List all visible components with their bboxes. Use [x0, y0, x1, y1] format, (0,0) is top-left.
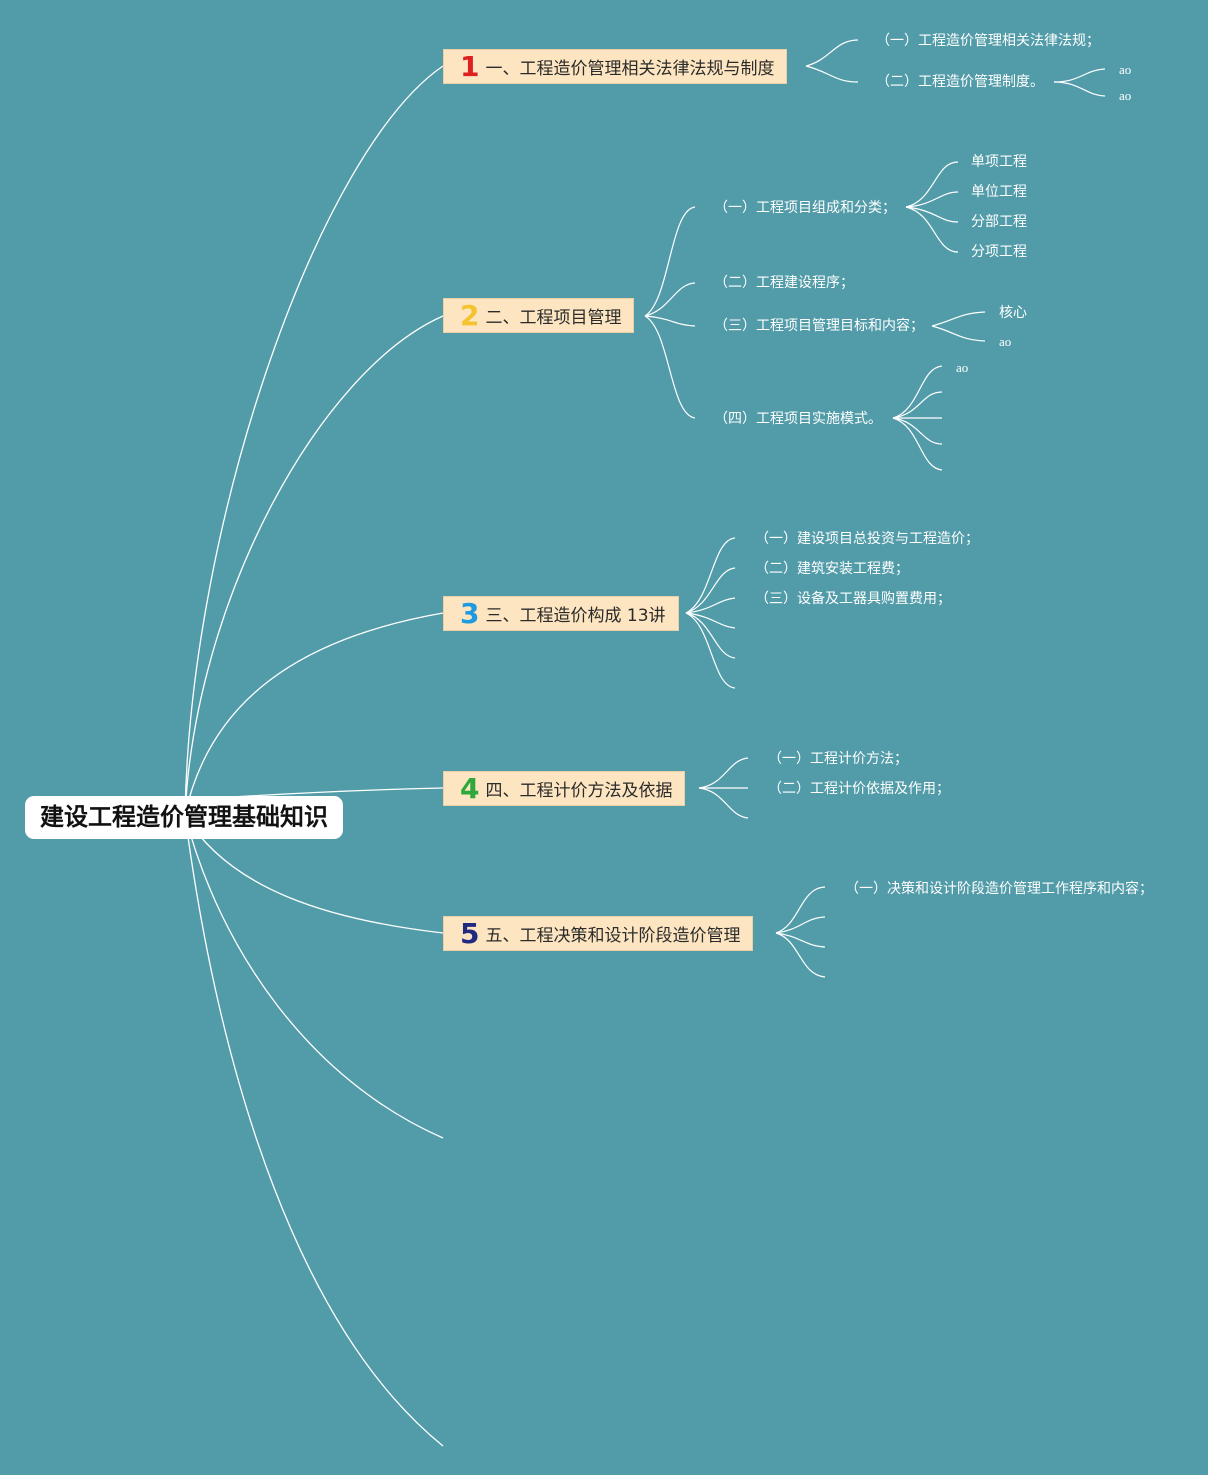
leaf-2-3-1[interactable]: 核心 — [999, 305, 1027, 321]
subtopic-4-2[interactable]: （二）工程计价依据及作用； — [768, 781, 950, 797]
connector-t2-s4 — [644, 315, 696, 419]
connector-t2s4-l5 — [892, 417, 943, 471]
connector-t3-s1 — [685, 537, 736, 614]
topic-5-label: 五、工程决策和设计阶段造价管理 — [485, 926, 741, 946]
connector-root-topic3 — [184, 612, 444, 816]
connector-t2s1-l2 — [905, 191, 959, 208]
connector-root-topic2 — [184, 315, 444, 816]
root-topic[interactable]: 建设工程造价管理基础知识 — [25, 796, 343, 839]
topic-4-label: 四、工程计价方法及依据 — [485, 781, 673, 801]
subtopic-3-2[interactable]: （二）建筑安装工程费； — [755, 561, 909, 577]
connector-t2s1-l3 — [905, 206, 959, 223]
connector-t2s4-l2 — [892, 391, 943, 419]
topic-1[interactable]: 1 一、工程造价管理相关法律法规与制度 — [443, 49, 788, 84]
number-4-badge: 4 — [460, 771, 480, 805]
connector-t3-s5 — [685, 612, 736, 659]
connector-t2-s2 — [644, 282, 696, 317]
subtopic-2-1[interactable]: （一）工程项目组成和分类； — [714, 200, 896, 216]
subtopic-2-3[interactable]: （三）工程项目管理目标和内容； — [714, 318, 924, 334]
topic-4[interactable]: 4 四、工程计价方法及依据 — [443, 771, 686, 806]
topic-3[interactable]: 3 三、工程造价构成 13讲 — [443, 596, 679, 631]
connector-t2s1-l4 — [905, 206, 959, 253]
connector-t2s3-l1 — [931, 311, 986, 327]
subtopic-2-2[interactable]: （二）工程建设程序； — [714, 275, 854, 291]
connector-t4-s1 — [698, 757, 749, 789]
leaf-2-4-1[interactable]: ao — [956, 360, 969, 375]
connector-t3-s6 — [685, 612, 736, 689]
connector-t1s2-l2 — [1053, 81, 1106, 97]
topic-5[interactable]: 5 五、工程决策和设计阶段造价管理 — [443, 916, 754, 951]
leaf-2-1-3[interactable]: 分部工程 — [971, 214, 1027, 230]
connector-root-topic1 — [184, 65, 444, 816]
leaf-2-1-2[interactable]: 单位工程 — [971, 184, 1027, 200]
subtopic-3-1[interactable]: （一）建设项目总投资与工程造价； — [755, 531, 979, 547]
connector-t5-s3 — [775, 932, 826, 948]
connector-t2s4-l4 — [892, 417, 943, 445]
connector-t1-s1 — [805, 39, 859, 67]
number-1-badge: 1 — [460, 49, 480, 83]
connector-t1-s2 — [805, 65, 859, 83]
topic-2[interactable]: 2 二、工程项目管理 — [443, 298, 635, 333]
connector-t3-s4 — [685, 612, 736, 629]
topic-1-label: 一、工程造价管理相关法律法规与制度 — [485, 59, 775, 79]
connector-root-topic5 — [184, 814, 444, 934]
subtopic-2-4[interactable]: （四）工程项目实施模式。 — [714, 411, 882, 427]
topic-2-label: 二、工程项目管理 — [485, 308, 622, 328]
connector-t2-s3 — [644, 315, 696, 327]
connector-t2s3-l2 — [931, 325, 986, 342]
leaf-2-3-2[interactable]: ao — [999, 334, 1012, 349]
number-5-badge: 5 — [460, 916, 480, 950]
connector-t2s1-l1 — [905, 161, 959, 208]
connector-t4-s3 — [698, 787, 749, 819]
number-2-badge: 2 — [460, 298, 480, 332]
leaf-1-2-2[interactable]: ao — [1119, 88, 1132, 103]
connector-t1s2-l1 — [1053, 68, 1106, 83]
connector-t5-s2 — [775, 916, 826, 934]
connector-t2s4-l1 — [892, 365, 943, 419]
connector-root-empty1 — [184, 814, 444, 1139]
subtopic-4-1[interactable]: （一）工程计价方法； — [768, 751, 908, 767]
subtopic-3-3[interactable]: （三）设备及工器具购置费用； — [755, 591, 951, 607]
connector-root-empty2 — [184, 814, 444, 1447]
connector-t3-s2 — [685, 567, 736, 614]
subtopic-1-2[interactable]: （二）工程造价管理制度。 — [876, 74, 1044, 90]
connector-t5-s1 — [775, 886, 826, 934]
leaf-2-1-1[interactable]: 单项工程 — [971, 154, 1027, 170]
topic-3-label: 三、工程造价构成 13讲 — [485, 606, 666, 626]
subtopic-5-1[interactable]: （一）决策和设计阶段造价管理工作程序和内容； — [845, 881, 1153, 897]
subtopic-1-1[interactable]: （一）工程造价管理相关法律法规； — [876, 33, 1100, 49]
connector-t3-s3 — [685, 597, 736, 614]
connector-t2-s1 — [644, 206, 696, 317]
connector-t5-s4 — [775, 932, 826, 978]
leaf-1-2-1[interactable]: ao — [1119, 62, 1132, 77]
leaf-2-1-4[interactable]: 分项工程 — [971, 244, 1027, 260]
number-3-badge: 3 — [460, 596, 480, 630]
